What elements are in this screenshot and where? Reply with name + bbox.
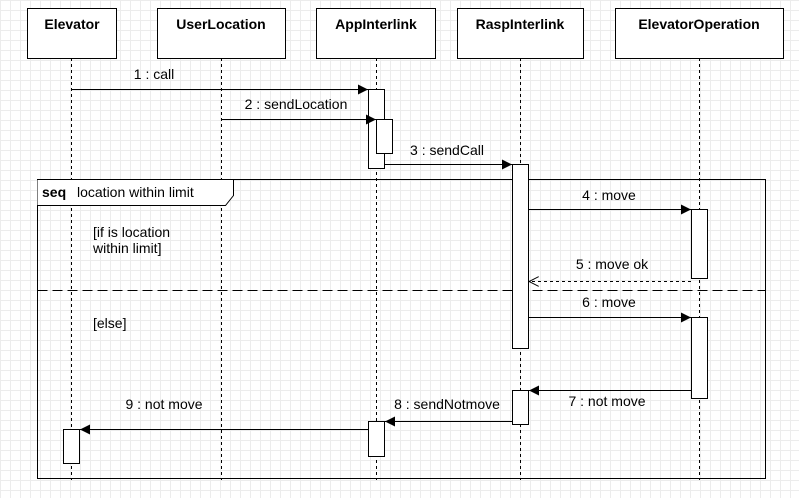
message-4[interactable]: 4 : move [529,187,691,215]
guard-condition: [if is location [93,224,170,240]
message-label: 2 : sendLocation [245,96,348,112]
message-5[interactable]: 5 : move ok [529,256,691,282]
message-8[interactable]: 8 : sendNotmove [385,396,512,427]
participant-raspinterlink[interactable]: RaspInterlink [457,8,584,59]
activation-bar[interactable] [376,119,393,154]
participant-appinterlink[interactable]: AppInterlink [316,8,436,59]
combined-fragment[interactable]: seq location within limit [if is locatio… [37,179,766,479]
activation-bar[interactable] [368,421,385,457]
participant-elevator[interactable]: Elevator [27,8,117,59]
activation-bar[interactable] [512,390,529,425]
activations [63,89,708,464]
participant-label: UserLocation [176,16,265,32]
message-label: 4 : move [582,187,636,203]
guard-condition: within limit] [92,240,161,256]
participant-label: AppInterlink [335,16,417,32]
message-label: 9 : not move [125,396,202,412]
message-label: 1 : call [134,66,174,82]
participant-label: ElevatorOperation [638,16,759,32]
message-label: 8 : sendNotmove [394,396,500,412]
fragment-keyword: seq [42,184,66,200]
message-1[interactable]: 1 : call [72,66,368,95]
fragment-title: location within limit [77,184,194,200]
activation-bar[interactable] [691,209,708,279]
message-label: 3 : sendCall [410,142,484,158]
message-3[interactable]: 3 : sendCall [385,142,512,170]
message-label: 5 : move ok [576,256,649,272]
participant-userlocation[interactable]: UserLocation [157,8,286,59]
message-label: 7 : not move [568,393,645,409]
participant-label: RaspInterlink [476,16,565,32]
message-9[interactable]: 9 : not move [80,396,368,435]
guard-else: [else] [93,315,126,331]
message-6[interactable]: 6 : move [529,294,691,323]
activation-bar[interactable] [63,429,80,464]
message-label: 6 : move [582,294,636,310]
message-2[interactable]: 2 : sendLocation [222,96,376,125]
activation-bar[interactable] [512,164,529,349]
fragment-tab [37,179,234,206]
participant-elevatoroperation[interactable]: ElevatorOperation [615,8,784,59]
message-7[interactable]: 7 : not move [529,385,691,410]
participant-label: Elevator [44,16,100,32]
activation-bar[interactable] [691,317,708,399]
